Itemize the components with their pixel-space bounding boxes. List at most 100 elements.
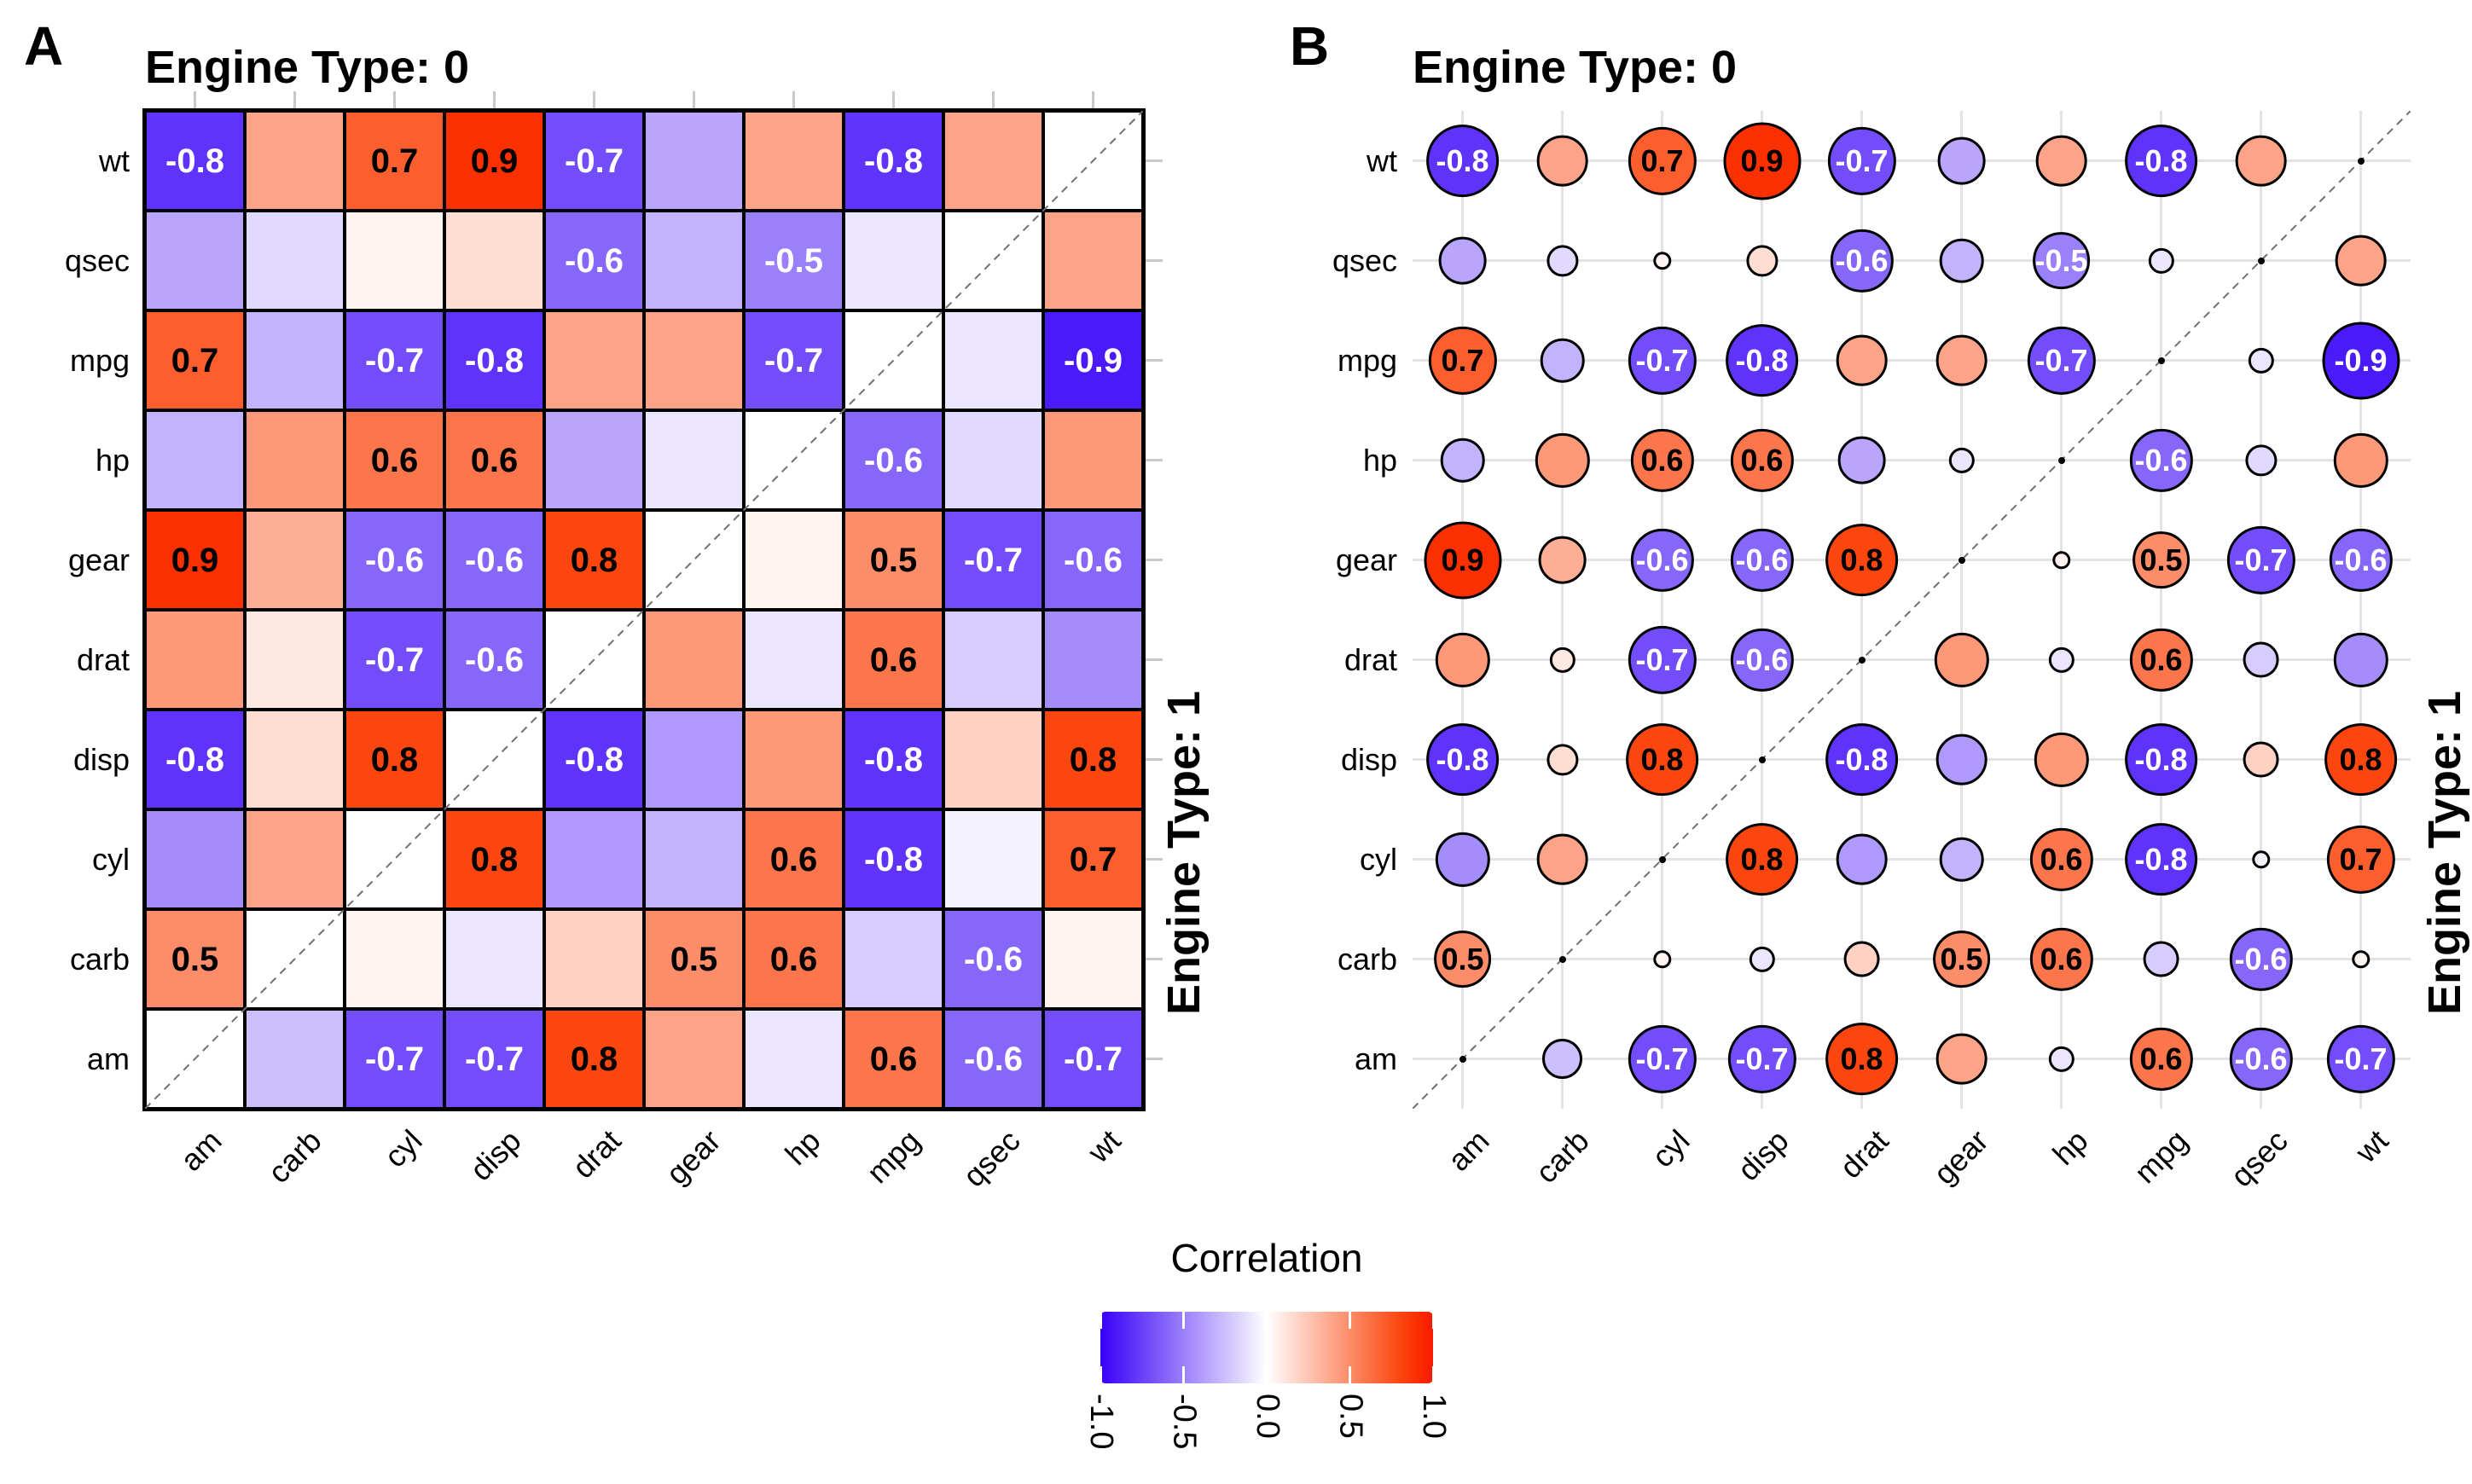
heatmap-cell-drat-am xyxy=(145,610,245,710)
corr-value-label: 0.9 xyxy=(470,142,519,180)
row-label-disp: disp xyxy=(1340,741,1397,777)
col-label-qsec: qsec xyxy=(2224,1122,2295,1194)
corr-value-label: 0.5 xyxy=(1441,941,1484,977)
col-label-disp: disp xyxy=(463,1122,529,1188)
corr-bubble-disp-cyl xyxy=(1625,722,1699,797)
corr-value-label: -0.6 xyxy=(864,441,923,479)
row-label-mpg: mpg xyxy=(1337,342,1397,378)
corr-bubble-drat-carb xyxy=(1549,646,1575,673)
corr-value-label: -0.6 xyxy=(465,641,524,679)
heatmap-cell-gear-carb xyxy=(245,510,345,610)
corr-value-label: -0.7 xyxy=(465,1040,524,1078)
heatmap-cell-gear-drat: 0.8 xyxy=(544,510,644,610)
corr-value-label: -0.7 xyxy=(964,541,1023,579)
heatmap-cell-mpg-hp: -0.7 xyxy=(744,310,844,410)
heatmap-cell-hp-am xyxy=(145,410,245,510)
legend-tick-label: -0.5 xyxy=(1166,1394,1203,1450)
corr-value-label: -0.8 xyxy=(465,341,524,380)
corr-value-label: 0.8 xyxy=(1640,741,1684,777)
axis-tick-right xyxy=(1146,758,1163,761)
corr-value-label: 0.6 xyxy=(2040,841,2083,877)
corr-bubble-disp-qsec xyxy=(2243,741,2279,778)
corr-bubble-disp-am xyxy=(1425,722,1500,797)
corr-value-label: -0.6 xyxy=(964,1040,1023,1078)
corr-bubble-cyl-carb xyxy=(1536,833,1588,885)
corr-bubble-disp-drat xyxy=(1825,722,1899,797)
heatmap-cell-qsec-disp xyxy=(444,211,544,310)
col-label-hp: hp xyxy=(2045,1122,2096,1172)
heatmap-cell-qsec-drat: -0.6 xyxy=(544,211,644,310)
row-label-mpg: mpg xyxy=(69,342,130,378)
corr-value-label: -0.8 xyxy=(864,840,923,878)
axis-tick-right xyxy=(1146,658,1163,661)
heatmap-cell-qsec-carb xyxy=(245,211,345,310)
corr-value-label: 0.5 xyxy=(670,940,718,978)
corr-bubble-carb-am xyxy=(1433,930,1492,988)
heatmap-cell-mpg-gear xyxy=(644,310,744,410)
corr-bubble-hp-am xyxy=(1440,438,1485,483)
corr-bubble-cyl-mpg xyxy=(2124,822,2198,896)
panel-b-letter: B xyxy=(1290,15,1330,77)
heatmap-cell-carb-gear: 0.5 xyxy=(644,909,744,1009)
row-label-hp: hp xyxy=(1362,442,1397,478)
corr-value-label: 0.6 xyxy=(1740,442,1784,478)
axis-tick-top xyxy=(593,91,595,108)
corr-bubble-am-carb xyxy=(1541,1038,1583,1080)
corr-bubble-gear-am xyxy=(1423,520,1502,600)
corr-bubble-carb-wt xyxy=(2351,949,2370,969)
corr-value-label: -0.6 xyxy=(565,241,624,280)
heatmap-cell-carb-carb xyxy=(245,909,345,1009)
corr-bubble-qsec-cyl xyxy=(1652,251,1672,270)
corr-bubble-qsec-wt xyxy=(2335,235,2387,287)
corr-bubble-disp-gear xyxy=(1935,733,1987,785)
heatmap-cell-wt-disp: 0.9 xyxy=(444,111,544,211)
corr-value-label: -0.7 xyxy=(764,341,823,380)
axis-tick-right xyxy=(1146,958,1163,960)
panel-a-letter: A xyxy=(24,15,64,77)
heatmap-cell-disp-wt: 0.8 xyxy=(1043,710,1143,809)
heatmap-cell-disp-carb xyxy=(245,710,345,809)
col-label-gear: gear xyxy=(659,1122,728,1191)
corr-value-label: 0.6 xyxy=(2040,941,2083,977)
corr-bubble-qsec-carb xyxy=(1546,244,1579,277)
heatmap-cell-carb-wt xyxy=(1043,909,1143,1009)
axis-tick-top xyxy=(493,91,496,108)
corr-value-label: 0.7 xyxy=(171,341,219,380)
legend-tick-mark xyxy=(1265,1366,1268,1383)
corr-bubble-drat-am xyxy=(1435,632,1490,687)
row-label-qsec: qsec xyxy=(64,242,130,278)
corr-bubble-carb-mpg xyxy=(2143,941,2179,977)
heatmap-cell-hp-hp xyxy=(744,410,844,510)
corr-value-label: -0.8 xyxy=(2134,841,2188,877)
legend-tick-mark xyxy=(1349,1366,1351,1383)
corr-value-label: -0.7 xyxy=(2334,1041,2388,1076)
corr-value-label: -0.8 xyxy=(1835,741,1889,777)
heatmap-cell-am-gear xyxy=(644,1009,744,1109)
axis-tick-top xyxy=(693,91,695,108)
heatmap-cell-cyl-disp: 0.8 xyxy=(444,809,544,909)
row-label-qsec: qsec xyxy=(1332,242,1397,278)
corr-bubble-disp-hp xyxy=(2034,732,2089,787)
legend-tick-label: 1.0 xyxy=(1415,1394,1452,1439)
heatmap-cell-drat-carb xyxy=(245,610,345,710)
heatmap-cell-hp-qsec xyxy=(943,410,1043,510)
heatmap-cell-hp-drat xyxy=(544,410,644,510)
heatmap-cell-disp-gear xyxy=(644,710,744,809)
corr-bubble-am-mpg xyxy=(2129,1027,2193,1091)
corr-value-label: 0.6 xyxy=(769,940,818,978)
heatmap-cell-am-hp xyxy=(744,1009,844,1109)
corr-value-label: 0.7 xyxy=(1441,342,1484,378)
row-label-gear: gear xyxy=(67,542,130,577)
corr-bubble-wt-hp xyxy=(2035,135,2087,187)
heatmap-cell-am-wt: -0.7 xyxy=(1043,1009,1143,1109)
corr-value-label: 0.6 xyxy=(1640,442,1684,478)
heatmap-cell-wt-am: -0.8 xyxy=(145,111,245,211)
heatmap-cell-drat-gear xyxy=(644,610,744,710)
corr-value-label: -0.5 xyxy=(2034,242,2088,278)
corr-value-label: -0.8 xyxy=(165,740,224,779)
col-label-cyl: cyl xyxy=(1644,1122,1697,1174)
corr-value-label: 0.8 xyxy=(570,1040,618,1078)
panel-b-right-facet-label: Engine Type: 1 xyxy=(2419,690,2470,1016)
axis-tick-top xyxy=(792,91,795,108)
row-label-am: am xyxy=(1354,1041,1397,1076)
